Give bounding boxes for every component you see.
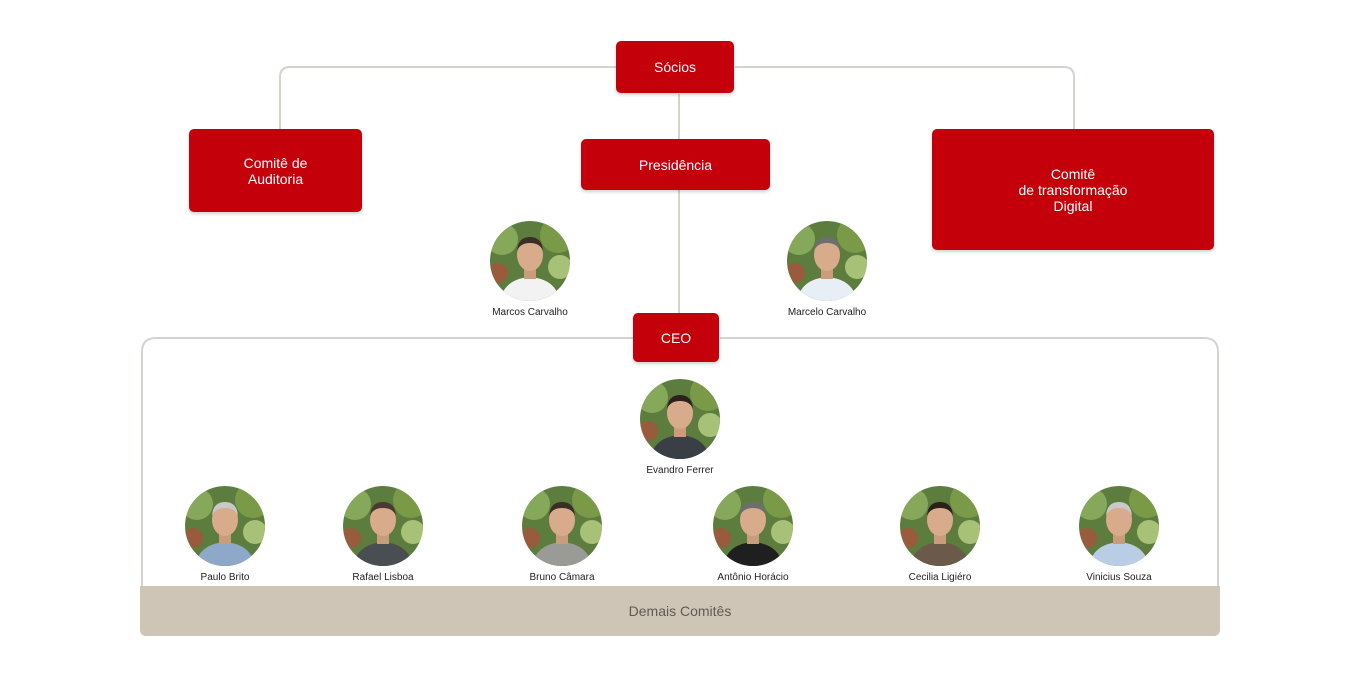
person-photo-icon [343,486,423,566]
connector-ceo-frame [141,337,1219,586]
connector-socios-right [735,66,1075,129]
person-card[interactable]: Evandro Ferrer [605,379,755,476]
presidencia-box[interactable]: Presidência [581,139,770,190]
person-card[interactable]: Marcos Carvalho [455,221,605,318]
person-photo-icon [787,221,867,301]
person-photo-icon [640,379,720,459]
person-card[interactable]: Cecilia Ligiéro [865,486,1015,583]
person-photo-icon [713,486,793,566]
person-card[interactable]: Bruno Câmara [487,486,637,583]
person-card[interactable]: Marcelo Carvalho [752,221,902,318]
person-photo-icon [490,221,570,301]
person-card[interactable]: Antônio Horácio [678,486,828,583]
person-name: Cecilia Ligiéro [908,572,972,583]
ceo-box[interactable]: CEO [633,313,719,362]
demais-comites-bar[interactable]: Demais Comitês [140,586,1220,636]
person-name: Antônio Horácio [717,572,789,583]
person-name: Vinicius Souza [1086,572,1152,583]
person-card[interactable]: Vinicius Souza [1044,486,1194,583]
person-photo-icon [185,486,265,566]
person-card[interactable]: Rafael Lisboa [308,486,458,583]
person-photo-icon [900,486,980,566]
person-photo-icon [522,486,602,566]
person-name: Paulo Brito [200,572,250,583]
comite-transformacao-digital-box[interactable]: Comitê de transformação Digital [932,129,1214,250]
person-name: Evandro Ferrer [646,465,714,476]
person-name: Marcelo Carvalho [787,307,867,318]
person-photo-icon [1079,486,1159,566]
person-name: Bruno Câmara [529,572,595,583]
socios-box[interactable]: Sócios [616,41,734,93]
person-name: Marcos Carvalho [492,307,568,318]
person-name: Rafael Lisboa [352,572,414,583]
connector-socios-left [279,66,616,129]
person-card[interactable]: Paulo Brito [150,486,300,583]
comite-auditoria-box[interactable]: Comitê de Auditoria [189,129,362,212]
